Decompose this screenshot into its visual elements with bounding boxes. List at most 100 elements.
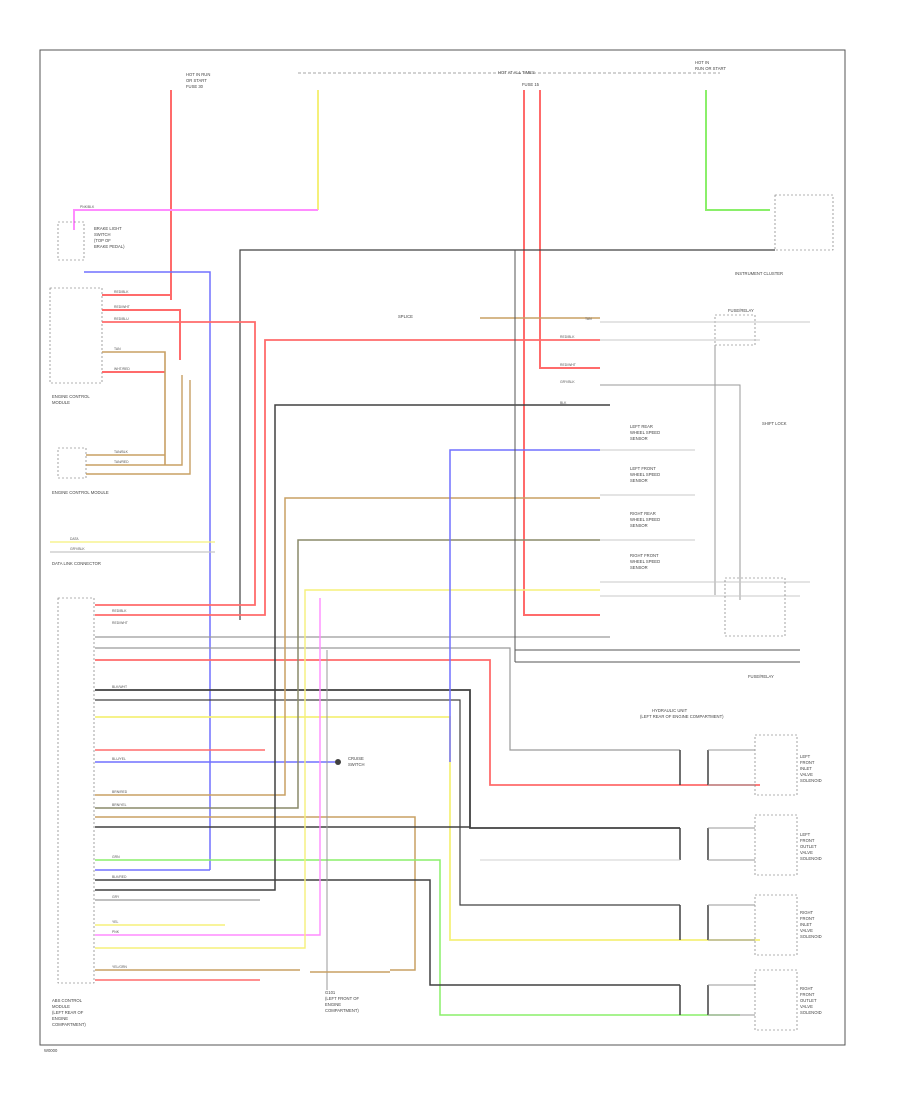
abs-wc-4: BLU/YEL (112, 757, 126, 761)
red-feed-center-a (523, 90, 600, 616)
left-rear-speed-sensor: LEFT REAR WHEEL SPEED SENSOR (630, 424, 660, 441)
lr-sensor-label-1: LEFT REAR (630, 424, 653, 429)
wire-code-tan-3: TAN/RED (114, 460, 129, 464)
abs-module-label-3: (LEFT REAR OF (52, 1010, 84, 1015)
ecm2-label: ENGINE CONTROL MODULE (52, 490, 109, 495)
abs-wc-1: RED/BLK (112, 609, 127, 613)
fuse-15-label: FUSE 15 (522, 82, 540, 87)
hot-run-start-label-2: OR START (186, 78, 207, 83)
ground-splice: G101 (LEFT FRONT OF ENGINE COMPARTMENT) (310, 971, 390, 1013)
hydraulic-unit-label-1: HYDRAULIC UNIT (652, 708, 688, 713)
wire-code-dl2: GRY/BLK (70, 547, 85, 551)
abs-wire-pink-a (95, 598, 321, 936)
solenoid-rf-inlet: RIGHT FRONT INLET VALVE SOLENOID (679, 894, 822, 956)
sol3-l1: RIGHT (800, 910, 813, 915)
abs-module-label-4: ENGINE (52, 1016, 68, 1021)
abs-wc-7: GRN (112, 855, 120, 859)
splice-label: SPLICE (398, 314, 413, 319)
dlc-label: DATA LINK CONNECTOR (52, 561, 101, 566)
sol2-l2: FRONT (800, 838, 815, 843)
sol2-l3: OUTLET (800, 844, 817, 849)
red-ecm-3 (95, 321, 256, 606)
hot-in-run-label-2: RUN OR START (695, 66, 726, 71)
hot-run-start-label-3: FUSE 30 (186, 84, 204, 89)
wire-code-red-1: RED/BLK (114, 290, 129, 294)
sol2-l4: VALVE (800, 850, 813, 855)
left-front-speed-sensor: LEFT FRONT WHEEL SPEED SENSOR (630, 466, 660, 483)
lr-sensor-label-3: SENSOR (630, 436, 648, 441)
right-rear-speed-sensor: RIGHT REAR WHEEL SPEED SENSOR (630, 511, 660, 528)
fuse-relay-top: FUSE/RELAY (714, 308, 756, 346)
page-frame (39, 49, 846, 1046)
gnd-label-4: COMPARTMENT) (325, 1008, 359, 1013)
abs-wc-10: YEL (112, 920, 119, 924)
sol4-l3: OUTLET (800, 998, 817, 1003)
wire-code-red-2: RED/WHT (114, 305, 130, 309)
fuse-relay-top-label: FUSE/RELAY (728, 308, 754, 313)
cruise-switch-label-1: CRUISE (348, 756, 364, 761)
engine-control-module-2: ENGINE CONTROL MODULE (52, 447, 109, 495)
wire-code-red-mid: RED/WHT (560, 363, 576, 367)
lf-sensor-label-3: SENSOR (630, 478, 648, 483)
hydraulic-unit-label-2: (LEFT REAR OF ENGINE COMPARTMENT) (640, 714, 724, 719)
rr-sensor-label-3: SENSOR (630, 523, 648, 528)
brake-light-label-4: BRAKE PEDAL) (94, 244, 125, 249)
abs-wc-9: GRY (112, 895, 120, 899)
shift-lock-wire (600, 384, 741, 600)
top-power-labels: HOT IN RUN OR START FUSE 30 HOT AT ALL T… (186, 60, 726, 89)
ecm-label-2: MODULE (52, 400, 70, 405)
sol4-l2: FRONT (800, 992, 815, 997)
rf-sensor-label-2: WHEEL SPEED (630, 559, 660, 564)
wire-code-tan-top: TAN (585, 317, 592, 321)
brake-light-label-1: BRAKE LIGHT (94, 226, 122, 231)
solenoid-rf-outlet: RIGHT FRONT OUTLET VALVE SOLENOID (679, 969, 822, 1031)
abs-wc-6: BRN/YEL (112, 803, 127, 807)
black-wire-cluster (239, 249, 775, 620)
lf-sensor-label-1: LEFT FRONT (630, 466, 656, 471)
abs-wire-black-b (95, 699, 680, 906)
sol1-l4: VALVE (800, 772, 813, 777)
sol4-l5: SOLENOID (800, 1010, 822, 1015)
fuse-relay-bottom: FUSE/RELAY (724, 577, 786, 679)
sol3-l2: FRONT (800, 916, 815, 921)
tan-ecm-1 (102, 351, 166, 465)
abs-wire-tan-b (95, 539, 600, 809)
abs-wire-red-b (95, 659, 760, 786)
hydraulic-unit: HYDRAULIC UNIT (LEFT REAR OF ENGINE COMP… (640, 708, 724, 719)
rf-sensor-label-1: RIGHT FRONT (630, 553, 659, 558)
brake-light-label-3: (TOP OF (94, 238, 111, 243)
abs-wc-11: PNK (112, 930, 120, 934)
brake-light-switch: BRAKE LIGHT SWITCH (TOP OF BRAKE PEDAL) (57, 221, 125, 261)
data-link-connector: DATA LINK CONNECTOR (52, 561, 101, 566)
red-ecm-2 (102, 309, 181, 360)
abs-wire-black-a (95, 689, 680, 829)
hot-in-run-label-1: HOT IN (695, 60, 709, 65)
sol4-l1: RIGHT (800, 986, 813, 991)
sol3-l4: VALVE (800, 928, 813, 933)
brake-light-label-2: SWITCH (94, 232, 111, 237)
instrument-cluster: INSTRUMENT CLUSTER (735, 194, 834, 276)
abs-control-module: ABS CONTROL MODULE (LEFT REAR OF ENGINE … (52, 597, 95, 1027)
gnd-label-1: G101 (325, 990, 336, 995)
rr-sensor-label-2: WHEEL SPEED (630, 517, 660, 522)
instrument-cluster-label: INSTRUMENT CLUSTER (735, 271, 783, 276)
shift-lock-switch: SHIFT LOCK (762, 421, 787, 426)
abs-module-label-1: ABS CONTROL (52, 998, 83, 1003)
wire-code-red-3: RED/BLU (114, 317, 129, 321)
ecm-label-1: ENGINE CONTROL (52, 394, 90, 399)
sol1-l3: INLET (800, 766, 812, 771)
abs-wc-8: BLK/RED (112, 875, 127, 879)
solenoid-lf-outlet: LEFT FRONT OUTLET VALVE SOLENOID (679, 814, 822, 876)
abs-wire-gray-b (95, 647, 680, 751)
abs-wire-black-d (95, 879, 680, 986)
wire-code-gray-mid: GRY/BLK (560, 380, 575, 384)
abs-wc-5: BRN/RED (112, 790, 128, 794)
rr-sensor-label-1: RIGHT REAR (630, 511, 656, 516)
hot-at-all-times-label: HOT AT ALL TIMES (498, 70, 535, 75)
abs-module-label-5: COMPARTMENT) (52, 1022, 86, 1027)
fuse-relay-bottom-label: FUSE/RELAY (748, 674, 774, 679)
sol1-l1: LEFT (800, 754, 811, 759)
lr-sensor-label-2: WHEEL SPEED (630, 430, 660, 435)
cruise-switch-label-2: SWITCH (348, 762, 365, 767)
gnd-label-3: ENGINE (325, 1002, 341, 1007)
